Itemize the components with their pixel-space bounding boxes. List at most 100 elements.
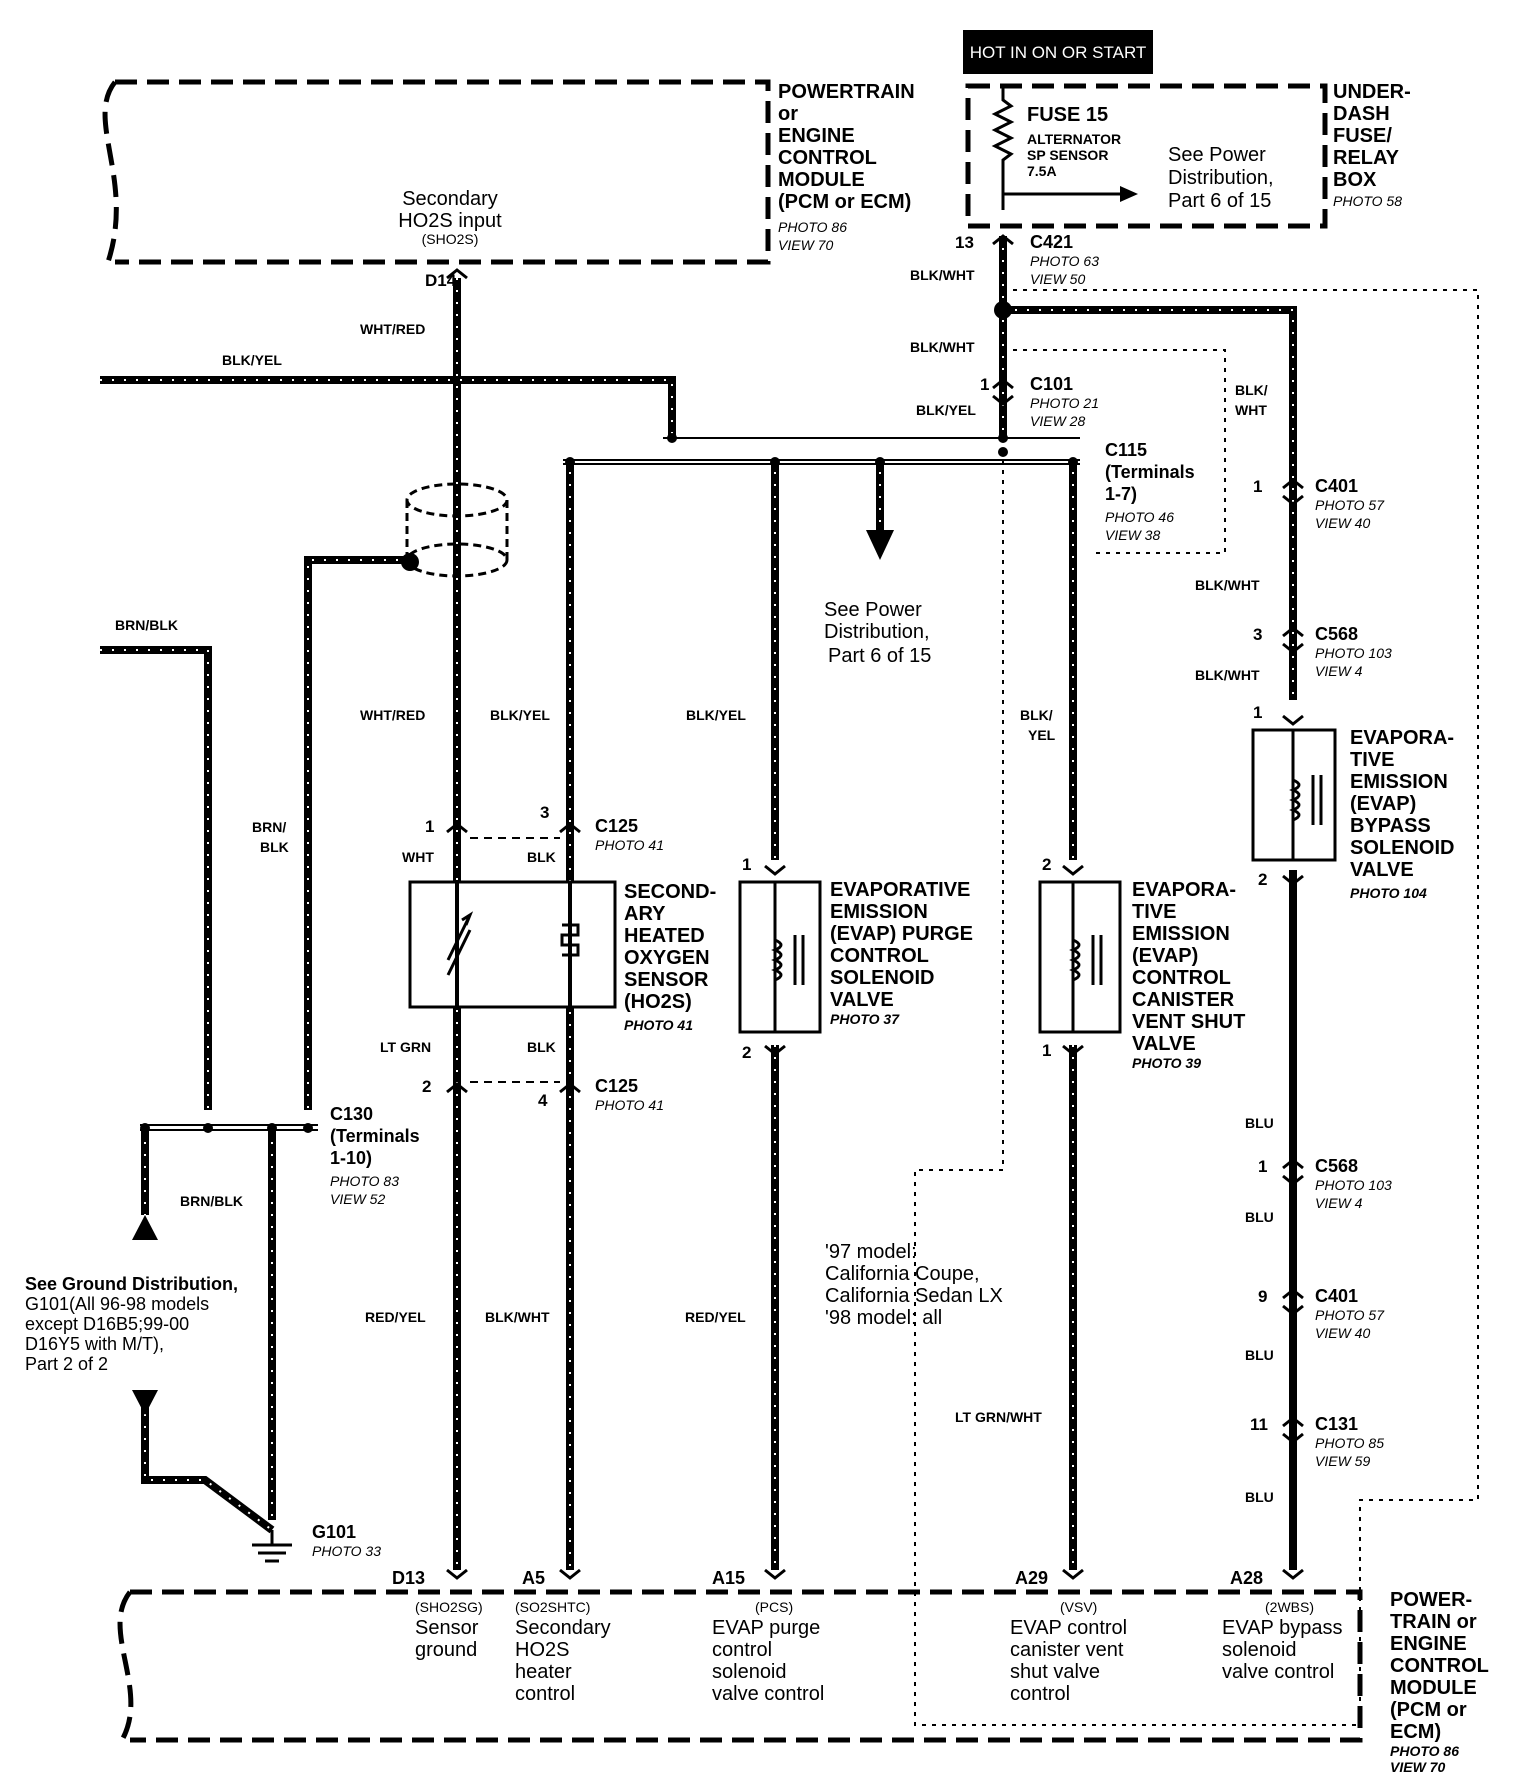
svg-text:C401: C401 [1315,1286,1358,1306]
svg-text:PHOTO 85: PHOTO 85 [1315,1435,1384,1451]
pin-2-c125: 2 [422,1077,431,1096]
solenoid-coil-icon [771,882,805,1032]
svg-text:(SO2SHTC): (SO2SHTC) [515,1599,590,1615]
svg-text:EVAP control: EVAP control [1010,1617,1127,1639]
svg-text:(PCM or: (PCM or [1390,1699,1467,1721]
wire-label: BLK/ [1020,707,1053,723]
svg-text:D16Y5 with M/T),: D16Y5 with M/T), [25,1334,164,1354]
ground-distribution-note: See Ground Distribution,G101(All 96-98 m… [25,1274,238,1374]
svg-text:PHOTO 86: PHOTO 86 [1390,1743,1459,1759]
wire-blk-wht-c401 [1003,306,1297,700]
svg-text:Part 2 of 2: Part 2 of 2 [25,1354,108,1374]
wire-label: BLK/YEL [916,402,976,418]
svg-text:(EVAP) PURGE: (EVAP) PURGE [830,923,973,945]
svg-text:PHOTO 58: PHOTO 58 [1333,193,1402,209]
svg-text:FUSE/: FUSE/ [1333,125,1392,147]
svg-text:PHOTO 41: PHOTO 41 [595,837,664,853]
svg-text:PHOTO 83: PHOTO 83 [330,1173,399,1189]
wire-blk-yel-left [100,376,676,438]
svg-text:SP SENSOR: SP SENSOR [1027,147,1108,163]
svg-text:EVAPORA-: EVAPORA- [1350,727,1454,749]
svg-text:MODULE: MODULE [1390,1677,1477,1699]
pin-1-c101: 1 [980,375,989,394]
hot-label: HOT IN ON OR START [970,43,1147,62]
svg-text:PHOTO 103: PHOTO 103 [1315,645,1392,661]
svg-text:CONTROL: CONTROL [1390,1655,1489,1677]
svg-text:VIEW 40: VIEW 40 [1315,515,1370,531]
wire-label: YEL [1028,727,1056,743]
wire-label: BLK/WHT [910,339,975,355]
svg-text:C125: C125 [595,1076,638,1096]
ecm-pin-a28: A28 [1230,1568,1263,1588]
svg-text:ground: ground [415,1639,477,1661]
svg-text:control: control [1010,1683,1070,1705]
svg-text:PHOTO 37: PHOTO 37 [830,1011,900,1027]
svg-text:Sensor: Sensor [415,1617,479,1639]
wire-shield-drain [304,556,410,1110]
svg-text:(2WBS): (2WBS) [1265,1599,1314,1615]
svg-text:EVAP purge: EVAP purge [712,1617,820,1639]
svg-text:PHOTO 57: PHOTO 57 [1315,1307,1385,1323]
pin-2-bypass: 2 [1258,870,1267,889]
wires [100,236,1297,1570]
svg-text:FUSE 15: FUSE 15 [1027,104,1108,126]
ecm-pin-a5: A5 [522,1568,545,1588]
svg-text:valve control: valve control [1222,1661,1334,1683]
svg-text:(SHO2S): (SHO2S) [422,231,479,247]
fuse-see-power-distribution: See Power Distribution, Part 6 of 15 [1168,144,1274,212]
svg-text:PHOTO 104: PHOTO 104 [1350,885,1427,901]
svg-text:EVAP bypass: EVAP bypass [1222,1617,1342,1639]
wire-label: BLK [527,1039,556,1055]
svg-text:PHOTO 63: PHOTO 63 [1030,253,1099,269]
svg-text:VENT SHUT: VENT SHUT [1132,1011,1245,1033]
svg-text:ENGINE: ENGINE [1390,1633,1467,1655]
ground-symbol-icon [252,1530,292,1563]
svg-text:VALVE: VALVE [830,989,894,1011]
pin-1-vent: 1 [1042,1041,1051,1060]
ground-g101: G101 PHOTO 33 [312,1522,381,1559]
bus-junction-dots [140,301,1078,1133]
svg-text:VIEW 38: VIEW 38 [1105,527,1160,543]
svg-text:Secondary: Secondary [402,188,498,210]
pin-1-purge: 1 [742,855,751,874]
pin-11-c131: 11 [1250,1415,1268,1434]
svg-text:BYPASS: BYPASS [1350,815,1431,837]
svg-text:VALVE: VALVE [1350,859,1414,881]
svg-text:MODULE: MODULE [778,169,865,191]
svg-text:SECOND-: SECOND- [624,881,716,903]
variable-resistor-icon [446,911,474,976]
wire-label: BLU [1245,1347,1274,1363]
svg-text:Secondary: Secondary [515,1617,611,1639]
svg-text:(PCM or ECM): (PCM or ECM) [778,191,911,213]
c125-link-lines [470,837,560,1083]
fuse-15-symbol [991,86,1015,210]
svg-text:PHOTO 103: PHOTO 103 [1315,1177,1392,1193]
fuse-15-label: FUSE 15 ALTERNATOR SP SENSOR 7.5A [1027,104,1121,179]
svg-text:PHOTO 41: PHOTO 41 [624,1017,693,1033]
bypass-valve-label: EVAPORA-TIVEEMISSION(EVAP)BYPASSSOLENOID… [1350,727,1454,901]
svg-text:VIEW 70: VIEW 70 [778,237,833,253]
pin-13: 13 [955,233,974,252]
svg-text:PHOTO 46: PHOTO 46 [1105,509,1174,525]
wire-label: RED/YEL [365,1309,426,1325]
svg-text:(EVAP): (EVAP) [1132,945,1198,967]
svg-text:DASH: DASH [1333,103,1390,125]
svg-text:SOLENOID: SOLENOID [1350,837,1454,859]
pin-1-c568: 1 [1258,1157,1267,1176]
pin-9-c401: 9 [1258,1287,1267,1306]
bus-c130 [140,1124,318,1131]
svg-text:POWER-: POWER- [1390,1589,1472,1611]
svg-text:Part 6 of 15: Part 6 of 15 [828,645,931,667]
wire-label: BLK [260,839,289,855]
